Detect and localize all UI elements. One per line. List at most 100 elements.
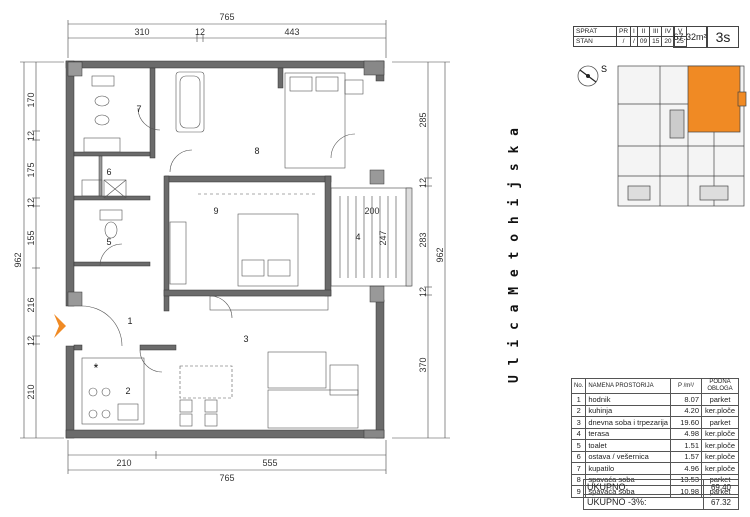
dim-left-seg: 210	[26, 384, 36, 399]
dim-top-mid: 12	[195, 27, 205, 37]
room-no: 5	[570, 439, 587, 452]
dim-right-seg: 370	[418, 357, 428, 372]
walls	[65, 60, 385, 439]
apartment-area: 67.32m²	[673, 26, 707, 48]
dim-top-total: 765	[219, 12, 234, 22]
room-number: 9	[213, 206, 218, 216]
room-number: 4	[355, 232, 360, 242]
room-no: 4	[570, 427, 587, 440]
dim-top-right: 443	[284, 27, 299, 37]
dim-right-seg: 12	[418, 178, 428, 188]
dim-bottom-right: 555	[262, 458, 277, 468]
dim-right-seg: 283	[418, 232, 428, 247]
room-no: 3	[570, 416, 587, 429]
totals-table: UKUPNO: 69.40 UKUPNO -3%: 67.32	[583, 479, 739, 510]
header-name: NAMENA PROSTORIJA	[585, 378, 671, 394]
dim-bottom-total: 765	[219, 473, 234, 483]
room-floor: ker.ploče	[701, 450, 739, 463]
dim-left-seg: 170	[26, 92, 36, 107]
dim-left-seg: 12	[26, 198, 36, 208]
total-label: UKUPNO:	[583, 479, 704, 495]
floor-cell: III	[649, 26, 663, 37]
table-row: UKUPNO -3%: 67.32	[583, 494, 739, 510]
dim-left-seg: 175	[26, 162, 36, 177]
dim-terrace-depth: 247	[378, 230, 388, 245]
dimension-labels: 765 310 12 443 210 555 765 962 170 12 17…	[13, 12, 445, 483]
street-name: U l i c a M e t o h i j s k a	[507, 127, 522, 383]
entry-arrow-icon	[54, 314, 66, 338]
header-no: No.	[570, 378, 587, 394]
apartment-cell: /	[615, 36, 632, 47]
dim-right-seg: 12	[418, 287, 428, 297]
room-labels: 1 2 3 4 5 6 7 8 9	[106, 104, 360, 396]
room-no: 6	[570, 450, 587, 463]
room-floor: ker.ploče	[701, 404, 739, 417]
kitchen-asterisk-icon: *	[94, 361, 99, 375]
dim-right-seg: 285	[418, 112, 428, 127]
dim-right-total: 962	[435, 247, 445, 262]
room-area: 19.60	[670, 416, 702, 429]
room-area: 1.51	[670, 439, 702, 452]
room-number: 5	[106, 237, 111, 247]
dim-left-seg: 155	[26, 230, 36, 245]
room-name: terasa	[585, 427, 671, 440]
header-floor: PODNA OBLOGA	[701, 378, 739, 394]
room-number: 8	[254, 146, 259, 156]
room-no: 9	[570, 485, 587, 498]
dim-bottom-left: 210	[116, 458, 131, 468]
dim-top-left: 310	[134, 27, 149, 37]
room-name: ostava / vešernica	[585, 450, 671, 463]
floor-cell: I	[630, 26, 638, 37]
apartment-code: 3s	[707, 26, 739, 48]
room-floor: ker.ploče	[701, 439, 739, 452]
room-no: 2	[570, 404, 587, 417]
compass-icon	[577, 65, 599, 87]
apartment-cell: 15	[649, 36, 663, 47]
key-plan	[617, 65, 747, 207]
room-floor: ker.ploče	[701, 462, 739, 475]
total-value: 67.32	[703, 494, 739, 510]
dimension-lines	[20, 20, 450, 474]
apartment-cell: 25	[673, 36, 687, 47]
dim-terrace-width: 200	[364, 206, 379, 216]
dim-left-total: 962	[13, 252, 23, 267]
room-number: 1	[127, 316, 132, 326]
room-floor: parket	[701, 393, 739, 406]
floor-cell: II	[636, 26, 651, 37]
floor-cell: PR	[615, 26, 632, 37]
apartment-cell: /	[630, 36, 638, 47]
room-number: 3	[243, 334, 248, 344]
rooms-table-header: No. NAMENA PROSTORIJA P /m²/ PODNA OBLOG…	[570, 378, 739, 394]
room-area: 8.07	[670, 393, 702, 406]
apartment-cell: 09	[636, 36, 651, 47]
room-number: 6	[106, 167, 111, 177]
room-area: 1.57	[670, 450, 702, 463]
total-value: 69.40	[703, 479, 739, 495]
room-number: 2	[125, 386, 130, 396]
room-floor: parket	[701, 416, 739, 429]
room-area: 4.98	[670, 427, 702, 440]
floor-apartment-table: SPRAT PR I II III IV V STAN / / 09 15 20…	[573, 26, 687, 47]
room-name: kuhinja	[585, 404, 671, 417]
table-row: UKUPNO: 69.40	[583, 479, 739, 495]
room-floor: ker.ploče	[701, 427, 739, 440]
room-area: 4.20	[670, 404, 702, 417]
dim-left-seg: 216	[26, 297, 36, 312]
room-name: toalet	[585, 439, 671, 452]
dim-left-seg: 12	[26, 131, 36, 141]
terrace	[330, 187, 413, 287]
room-number: 7	[136, 104, 141, 114]
floor-label: SPRAT	[573, 26, 617, 37]
apartment-label: STAN	[573, 36, 617, 47]
room-name: kupatilo	[585, 462, 671, 475]
room-name: hodnik	[585, 393, 671, 406]
dim-left-seg: 12	[26, 336, 36, 346]
room-no: 1	[570, 393, 587, 406]
room-name: dnevna soba i trpezarija	[585, 416, 671, 429]
